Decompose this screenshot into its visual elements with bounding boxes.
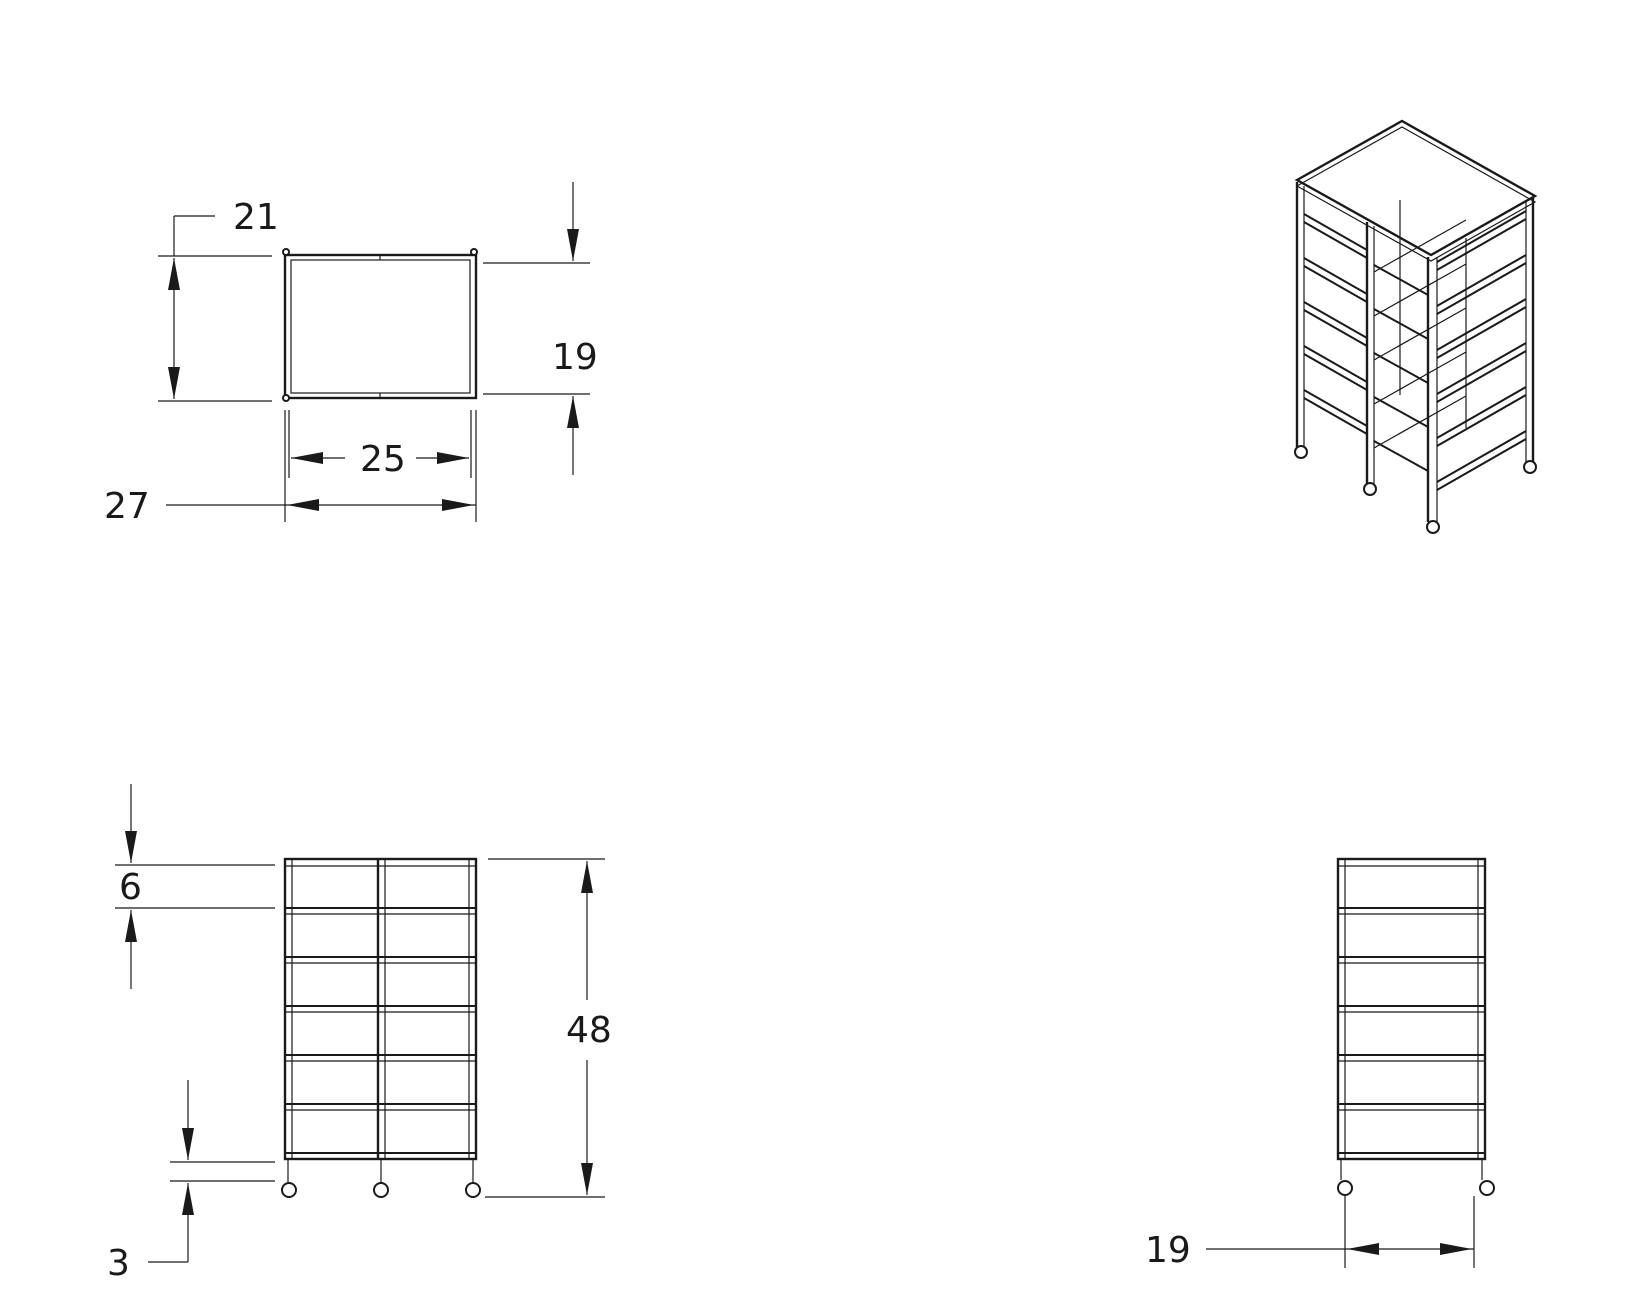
dim-side-width-label: 19 bbox=[1145, 1230, 1191, 1271]
dim-top-right-label: 19 bbox=[552, 337, 598, 378]
dim-front-height: 48 bbox=[485, 858, 612, 1198]
dim-front-height-label: 48 bbox=[566, 1010, 612, 1051]
dim-front-spacing: 6 bbox=[115, 784, 275, 989]
iso-shelves bbox=[1303, 210, 1527, 491]
isometric-view bbox=[1294, 119, 1538, 534]
dim-side-width: 19 bbox=[1145, 1196, 1475, 1271]
side-shelves bbox=[1338, 907, 1485, 1154]
dim-top-overall-label: 27 bbox=[104, 486, 150, 527]
top-view: 21 25 27 19 bbox=[104, 182, 598, 527]
front-view: 6 48 3 bbox=[107, 784, 612, 1284]
dim-top-right: 19 bbox=[483, 182, 598, 475]
dim-top-width: 25 bbox=[288, 410, 472, 480]
dim-top-depth: 21 bbox=[158, 197, 279, 402]
dim-front-bottom: 3 bbox=[107, 1080, 275, 1284]
dim-front-spacing-label: 6 bbox=[119, 867, 142, 908]
dim-top-width-label: 25 bbox=[360, 439, 406, 480]
dim-front-bottom-label: 3 bbox=[107, 1243, 130, 1284]
side-view: 19 bbox=[1145, 857, 1495, 1271]
dim-top-depth-label: 21 bbox=[233, 197, 279, 238]
front-shelves bbox=[285, 907, 476, 1154]
dim-top-overall: 27 bbox=[104, 410, 477, 527]
